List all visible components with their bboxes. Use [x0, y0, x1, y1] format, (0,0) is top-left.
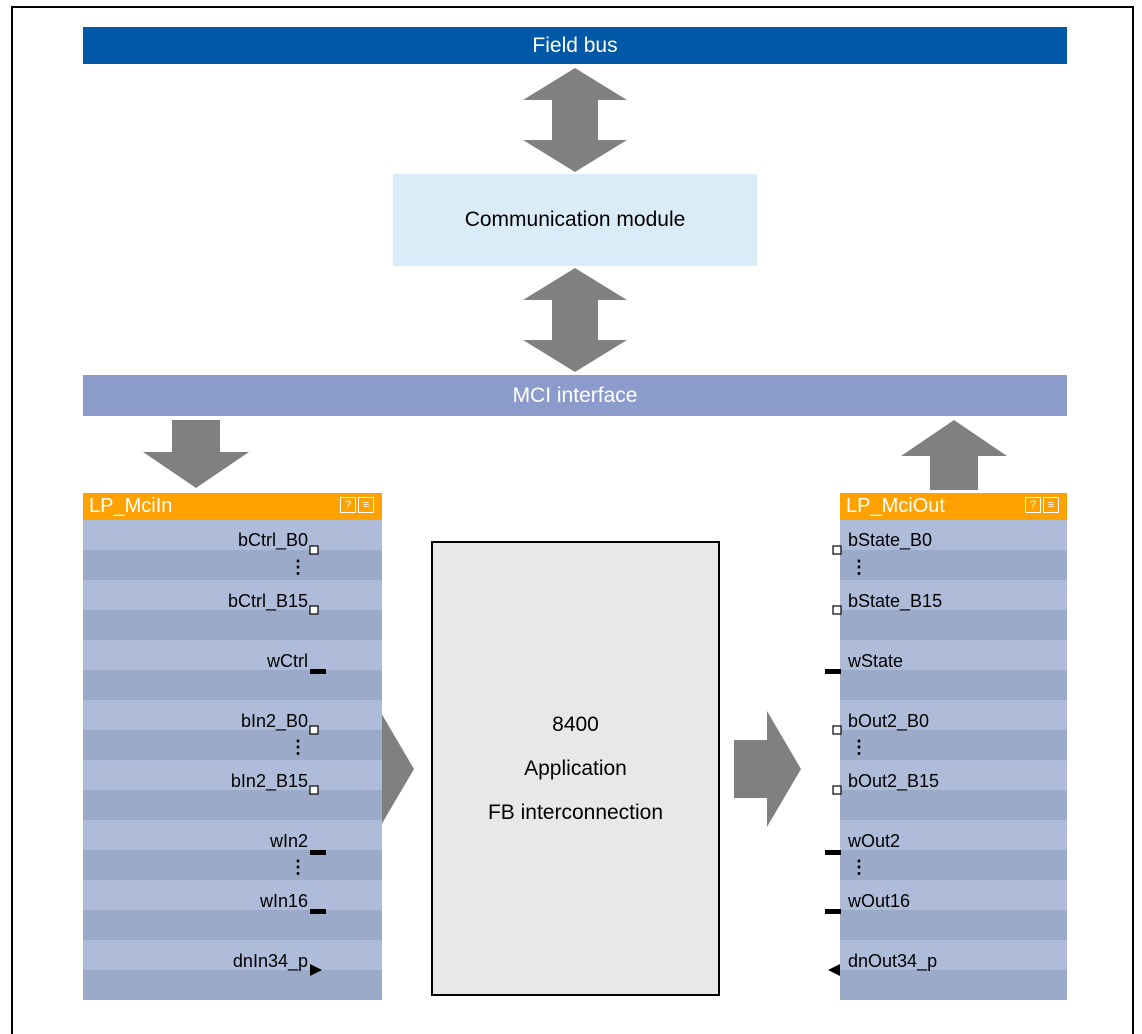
bool-connector-icon — [832, 785, 842, 795]
lp-mciout-title: LP_MciOut — [846, 495, 945, 517]
mci-interface-label: MCI interface — [512, 383, 638, 407]
signal-dnout34-p: dnOut34_p — [848, 951, 938, 971]
signal-win2: wIn2 — [269, 831, 308, 851]
signal-bctrl-b15: bCtrl_B15 — [227, 591, 308, 611]
bool-connector-icon — [832, 545, 842, 555]
bool-connector-icon — [309, 785, 319, 795]
word-connector-icon — [310, 850, 326, 855]
double-arrow-lower — [523, 268, 627, 372]
word-connector-icon — [825, 850, 841, 855]
bool-connector-icon — [832, 725, 842, 735]
double-arrow-upper — [523, 68, 627, 172]
signal-wstate: wState — [848, 651, 904, 671]
arrow-right-from-app — [734, 711, 801, 827]
signal-dnin34-p: dnIn34_p — [232, 951, 308, 971]
arrow-down-to-input — [143, 420, 249, 488]
signal-bin2-b0: bIn2_B0 — [240, 711, 308, 731]
application-label: Application — [524, 756, 627, 780]
dint-connector-icon — [828, 964, 840, 976]
signal-bout2-b15: bOut2_B15 — [848, 771, 940, 791]
bool-connector-icon — [309, 605, 319, 615]
ellipsis-icon: ⋮ — [850, 557, 868, 577]
signal-wout16: wOut16 — [848, 891, 911, 911]
bool-connector-icon — [309, 725, 319, 735]
lp-mciout-header: LP_MciOut ?≡ — [840, 493, 1067, 520]
signal-wout2: wOut2 — [848, 831, 901, 851]
ellipsis-icon: ⋮ — [850, 737, 868, 757]
signal-wctrl: wCtrl — [267, 651, 308, 671]
signal-win16: wIn16 — [259, 891, 308, 911]
communication-module-label: Communication module — [464, 208, 686, 231]
list-icon[interactable]: ≡ — [358, 497, 374, 513]
lp-mciin-header: LP_MciIn ?≡ — [83, 493, 382, 520]
list-icon[interactable]: ≡ — [1043, 497, 1059, 513]
lp-mciout-block: LP_MciOut ?≡ — [840, 493, 1067, 1000]
lp-mciout-rows — [840, 520, 1067, 1000]
signal-bstate-b15: bState_B15 — [848, 591, 943, 611]
word-connector-icon — [310, 909, 326, 914]
help-icon[interactable]: ? — [1025, 497, 1041, 513]
bool-connector-icon — [832, 605, 842, 615]
ellipsis-icon: ⋮ — [289, 737, 307, 757]
application-block: 8400 Application FB interconnection — [431, 541, 720, 996]
signal-bctrl-b0: bCtrl_B0 — [237, 530, 308, 550]
dint-connector-icon — [310, 964, 322, 976]
bool-connector-icon — [309, 545, 319, 555]
application-id: 8400 — [552, 712, 599, 736]
lp-mciin-block: LP_MciIn ?≡ — [83, 493, 382, 1000]
field-bus-label: Field bus — [532, 33, 618, 57]
help-icon[interactable]: ? — [340, 497, 356, 513]
word-connector-icon — [825, 669, 841, 674]
ellipsis-icon: ⋮ — [289, 557, 307, 577]
signal-bstate-b0: bState_B0 — [848, 530, 933, 550]
signal-bin2-b15: bIn2_B15 — [230, 771, 308, 791]
diagram-frame — [11, 6, 1134, 1034]
word-connector-icon — [310, 669, 326, 674]
mci-interface-bar: MCI interface — [83, 375, 1067, 416]
ellipsis-icon: ⋮ — [289, 857, 307, 877]
fb-interconnection-label: FB interconnection — [487, 800, 664, 824]
lp-mciin-title: LP_MciIn — [89, 495, 173, 517]
word-connector-icon — [825, 909, 841, 914]
signal-bout2-b0: bOut2_B0 — [848, 711, 930, 731]
ellipsis-icon: ⋮ — [850, 857, 868, 877]
communication-module-box: Communication module — [393, 174, 757, 266]
field-bus-bar: Field bus — [83, 27, 1067, 64]
lp-mciin-rows — [83, 520, 382, 1000]
arrow-up-from-output — [901, 420, 1007, 490]
